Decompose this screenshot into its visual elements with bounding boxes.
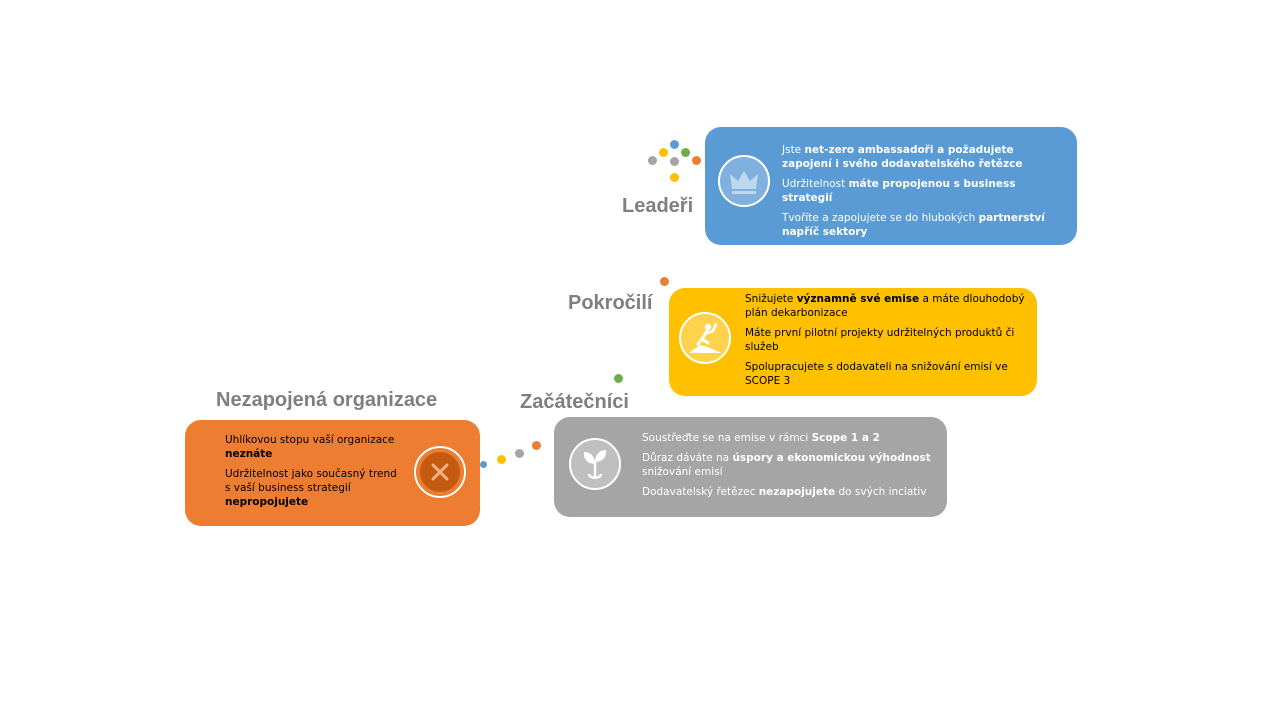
connector-dot	[497, 455, 506, 464]
card-line-bold: máte propojenou s business strategií	[782, 178, 1016, 204]
stage-icon-pokrocili	[679, 312, 731, 364]
connector-dot	[532, 441, 541, 450]
x-icon	[420, 452, 460, 492]
card-line: Jste net-zero ambassadoři a požadujete z…	[782, 143, 1062, 171]
card-line-bold: net-zero ambassadoři a požadujete zapoje…	[782, 144, 1023, 170]
card-line: Udržitelnost máte propojenou s business …	[782, 177, 1062, 205]
card-line: Dodavatelský řetězec nezapojujete do svý…	[642, 485, 937, 499]
card-line-text: Dodavatelský řetězec	[642, 486, 759, 498]
card-line-text: Tvoříte a zapojujete se do hlubokých	[782, 212, 979, 224]
card-line-text: Spolupracujete s dodavateli na snižování…	[745, 361, 1008, 387]
card-line-bold: nezapojujete	[758, 486, 836, 498]
stage-icon-zacatecnici	[569, 438, 621, 490]
card-line-text: Jste	[782, 144, 805, 156]
stage-title-nezapojena: Nezapojená organizace	[216, 389, 438, 411]
card-line: Udržitelnost jako současný trend s vaší …	[225, 467, 400, 509]
card-line-text: Snižujete	[745, 293, 797, 305]
decorative-dot	[670, 157, 679, 166]
connector-dot	[480, 461, 487, 468]
decorative-dot	[692, 156, 701, 165]
card-line-text: snižování emisí	[642, 466, 723, 478]
card-line-bold: neznáte	[225, 448, 273, 460]
card-line: Důraz dáváte na úspory a ekonomickou výh…	[642, 451, 937, 479]
card-text-zacatecnici: Soustřeďte se na emise v rámci Scope 1 a…	[642, 431, 937, 505]
card-line: Máte první pilotní projekty udržitelných…	[745, 326, 1030, 354]
decorative-dot	[670, 173, 679, 182]
card-line-text: Udržitelnost	[782, 178, 849, 190]
card-line-text: Máte první pilotní projekty udržitelných…	[745, 327, 1015, 353]
stage-icon-nezapojena	[414, 446, 466, 498]
card-line: Uhlíkovou stopu vaší organizace neznáte	[225, 433, 400, 461]
card-line-bold: Scope 1 a 2	[811, 432, 880, 444]
stage-card-pokrocili: Snižujete významně své emise a máte dlou…	[669, 288, 1037, 396]
card-line-bold: úspory a ekonomickou výhodnost	[732, 452, 931, 464]
stage-card-zacatecnici: Soustřeďte se na emise v rámci Scope 1 a…	[554, 417, 947, 517]
card-line-bold: nepropojujete	[225, 496, 309, 508]
card-line-bold: partnerství napříč sektory	[782, 212, 1045, 238]
card-text-pokrocili: Snižujete významně své emise a máte dlou…	[745, 292, 1030, 394]
stage-icon-leaderi	[718, 155, 770, 207]
stage-card-leaderi: Jste net-zero ambassadoři a požadujete z…	[705, 127, 1077, 245]
climber-icon	[689, 322, 721, 353]
seedling-icon	[583, 450, 607, 479]
card-line: Snižujete významně své emise a máte dlou…	[745, 292, 1030, 320]
stage-title-zacatecnici: Začátečníci	[520, 391, 629, 413]
card-line: Soustřeďte se na emise v rámci Scope 1 a…	[642, 431, 937, 445]
crown-icon	[730, 171, 758, 194]
card-line-text: Uhlíkovou stopu vaší organizace	[225, 434, 395, 446]
decorative-dot	[681, 148, 690, 157]
stage-title-pokrocili: Pokročilí	[568, 292, 653, 314]
card-line: Tvoříte a zapojujete se do hlubokých par…	[782, 211, 1062, 239]
card-line-text: Soustřeďte se na emise v rámci	[642, 432, 812, 444]
connector-dot	[614, 374, 623, 383]
card-line-text: do svých inciativ	[835, 486, 927, 498]
decorative-dot	[670, 140, 679, 149]
decorative-dot	[659, 148, 668, 157]
card-line-bold: významně své emise	[796, 293, 920, 305]
stage-title-leaderi: Leadeři	[622, 195, 694, 217]
decorative-dot	[648, 156, 657, 165]
card-line-text: Důraz dáváte na	[642, 452, 733, 464]
connector-dot	[515, 449, 524, 458]
card-text-leaderi: Jste net-zero ambassadoři a požadujete z…	[782, 143, 1062, 245]
card-line-text: Udržitelnost jako současný trend s vaší …	[225, 468, 397, 494]
card-line: Spolupracujete s dodavateli na snižování…	[745, 360, 1030, 388]
card-line-text: a máte dlouhodobý plán dekarbonizace	[745, 293, 1025, 319]
connector-dot	[660, 277, 669, 286]
